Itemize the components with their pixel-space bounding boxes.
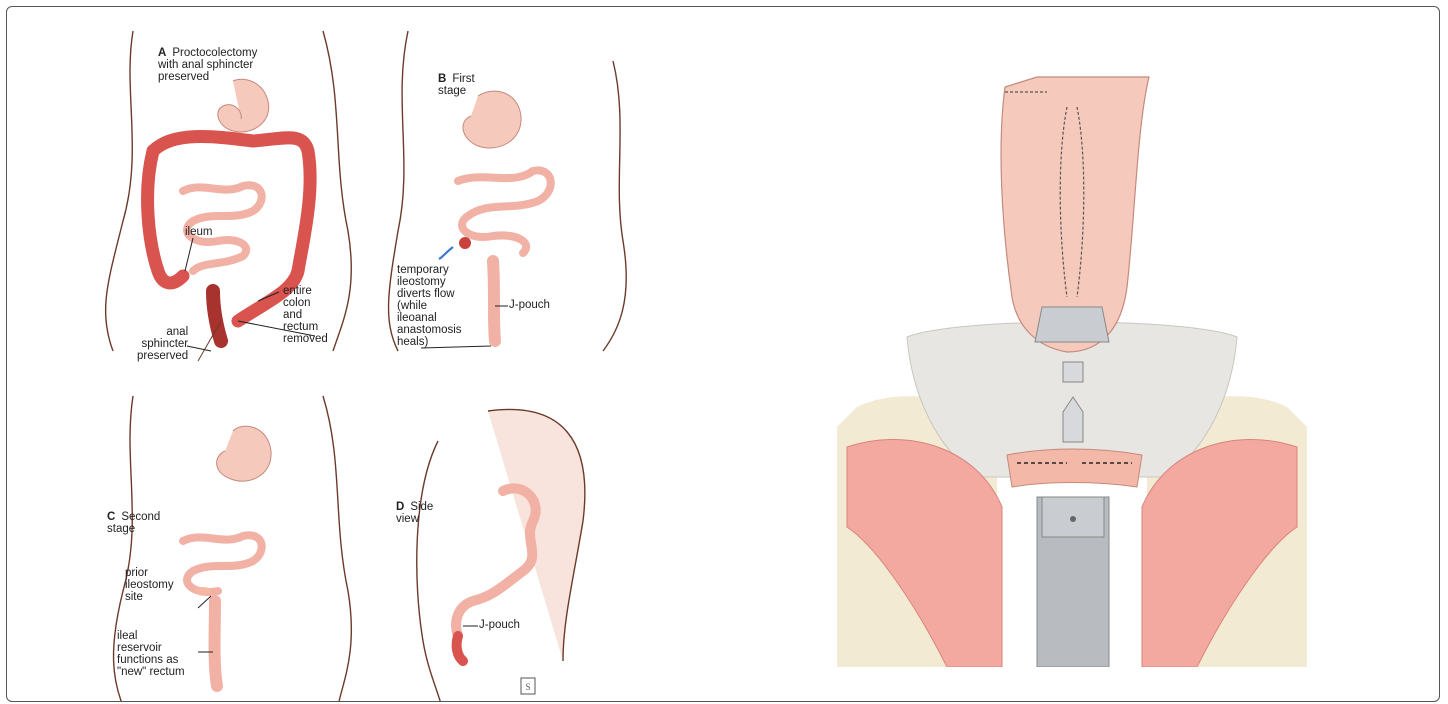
panel-a-ileum-label: ileum	[185, 226, 212, 238]
stapler-anastomosis-illustration	[837, 67, 1307, 667]
stapler-drawing	[837, 67, 1307, 667]
panel-c-prior-label: prior ileostomy site	[125, 567, 174, 603]
panel-a-removed-label: entire colon and rectum removed	[283, 285, 328, 345]
panel-a-sphincter-label: anal sphincter preserved	[137, 326, 188, 362]
panel-b-jpouch-label: J-pouch	[509, 299, 550, 311]
panel-d-jpouch-label: J-pouch	[479, 619, 520, 631]
panel-c-reservoir-label: ileal reservoir functions as "new" rectu…	[117, 630, 185, 678]
panel-b-ileostomy-label: temporary ileostomy diverts flow (while …	[397, 264, 462, 348]
panel-d-figure	[417, 409, 585, 702]
svg-text:S: S	[525, 682, 530, 692]
seal-mark: S	[521, 678, 535, 694]
